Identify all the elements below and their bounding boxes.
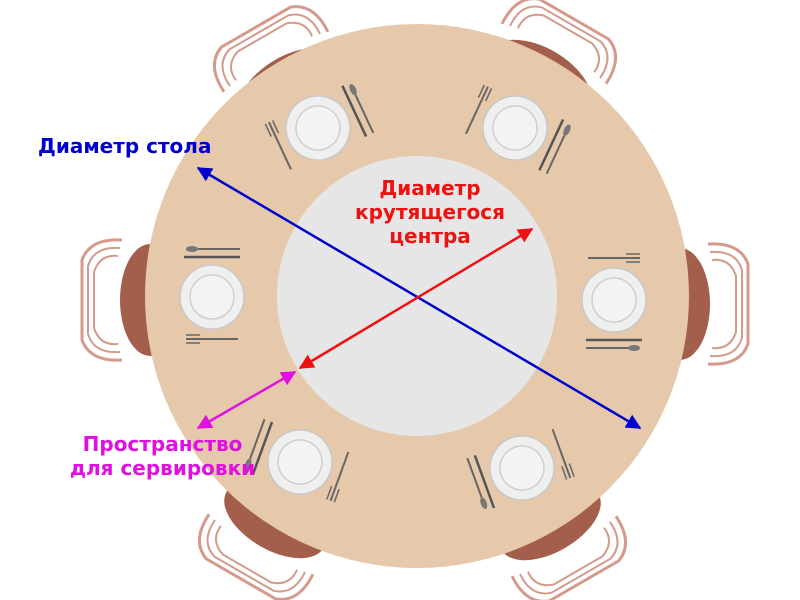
serving-space-label-line2: для сервировки <box>69 456 256 480</box>
center-diameter-label: Диаметр крутящегося центра <box>330 176 530 248</box>
serving-space-arrow <box>196 370 297 430</box>
serving-space-label: Пространство для сервировки <box>50 432 275 480</box>
center-diameter-arrow <box>298 227 534 370</box>
center-diameter-label-line1: Диаметр <box>379 176 481 200</box>
center-diameter-label-line2: крутящегося <box>355 200 505 224</box>
center-diameter-label-line3: центра <box>389 224 471 248</box>
table-diameter-label: Диаметр стола <box>38 134 212 158</box>
serving-space-label-line1: Пространство <box>82 432 243 456</box>
